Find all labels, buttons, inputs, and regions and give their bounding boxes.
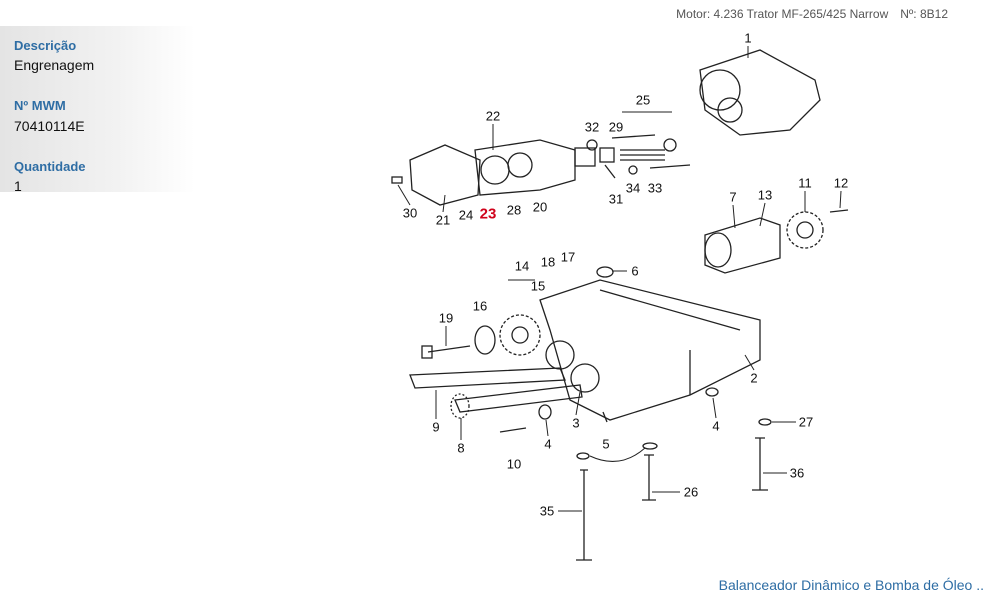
callout-17[interactable]: 17 xyxy=(560,249,576,265)
callout-4[interactable]: 4 xyxy=(544,436,552,452)
callout-13[interactable]: 13 xyxy=(757,187,773,203)
callout-1[interactable]: 1 xyxy=(744,30,752,46)
callout-32[interactable]: 32 xyxy=(584,119,600,135)
callout-16[interactable]: 16 xyxy=(472,298,488,314)
callout-15[interactable]: 15 xyxy=(530,278,546,294)
callout-33[interactable]: 33 xyxy=(647,180,663,196)
part-1-assembly xyxy=(699,49,821,136)
part-26-bolt xyxy=(642,454,656,501)
callout-9[interactable]: 9 xyxy=(432,419,440,435)
callout-26[interactable]: 26 xyxy=(683,484,699,500)
callout-8[interactable]: 8 xyxy=(457,440,465,456)
part-21-cover xyxy=(409,144,481,206)
part-35-bolt xyxy=(576,469,592,561)
callout-12[interactable]: 12 xyxy=(833,175,849,191)
callout-6[interactable]: 6 xyxy=(631,263,639,279)
callout-27[interactable]: 27 xyxy=(798,414,814,430)
callout-21[interactable]: 21 xyxy=(435,212,451,228)
callout-4[interactable]: 4 xyxy=(712,418,720,434)
callout-19[interactable]: 19 xyxy=(438,310,454,326)
section-link[interactable]: Balanceador Dinâmico e Bomba de Óleo .. xyxy=(718,577,984,593)
callout-35[interactable]: 35 xyxy=(539,503,555,519)
callout-5[interactable]: 5 xyxy=(602,436,610,452)
callout-29[interactable]: 29 xyxy=(608,119,624,135)
description-value: Engrenagem xyxy=(14,57,95,73)
mwm-number-label: Nº MWM xyxy=(14,98,66,113)
callout-10[interactable]: 10 xyxy=(506,456,522,472)
callout-23[interactable]: 23 xyxy=(479,205,497,223)
part-20-pump-body xyxy=(474,139,576,196)
callout-25[interactable]: 25 xyxy=(635,92,651,108)
callout-3[interactable]: 3 xyxy=(572,415,580,431)
callout-7[interactable]: 7 xyxy=(729,189,737,205)
callout-28[interactable]: 28 xyxy=(506,202,522,218)
part-7-sleeve xyxy=(704,217,781,274)
engine-header: Motor: 4.236 Trator MF-265/425 Narrow Nº:… xyxy=(664,7,948,21)
callout-22[interactable]: 22 xyxy=(485,108,501,124)
callout-2[interactable]: 2 xyxy=(750,370,758,386)
quantity-label: Quantidade xyxy=(14,159,86,174)
callout-31[interactable]: 31 xyxy=(608,191,624,207)
callout-34[interactable]: 34 xyxy=(625,180,641,196)
part-8-shaft xyxy=(454,384,583,413)
part-9-shaft xyxy=(409,367,566,389)
callout-18[interactable]: 18 xyxy=(540,254,556,270)
mwm-number-value: 70410114E xyxy=(14,118,85,134)
engine-model: Motor: 4.236 Trator MF-265/425 Narrow xyxy=(676,7,889,21)
description-label: Descrição xyxy=(14,38,77,53)
callout-20[interactable]: 20 xyxy=(532,199,548,215)
quantity-value: 1 xyxy=(14,178,22,194)
callout-14[interactable]: 14 xyxy=(514,258,530,274)
callout-30[interactable]: 30 xyxy=(402,205,418,221)
callout-36[interactable]: 36 xyxy=(789,465,805,481)
callout-11[interactable]: 11 xyxy=(798,175,812,191)
part-36-bolt xyxy=(752,437,768,491)
part-info-panel: Descrição Engrenagem Nº MWM 70410114E Qu… xyxy=(0,26,195,194)
diagram-number: Nº: 8B12 xyxy=(900,7,948,21)
callout-24[interactable]: 24 xyxy=(458,207,474,223)
